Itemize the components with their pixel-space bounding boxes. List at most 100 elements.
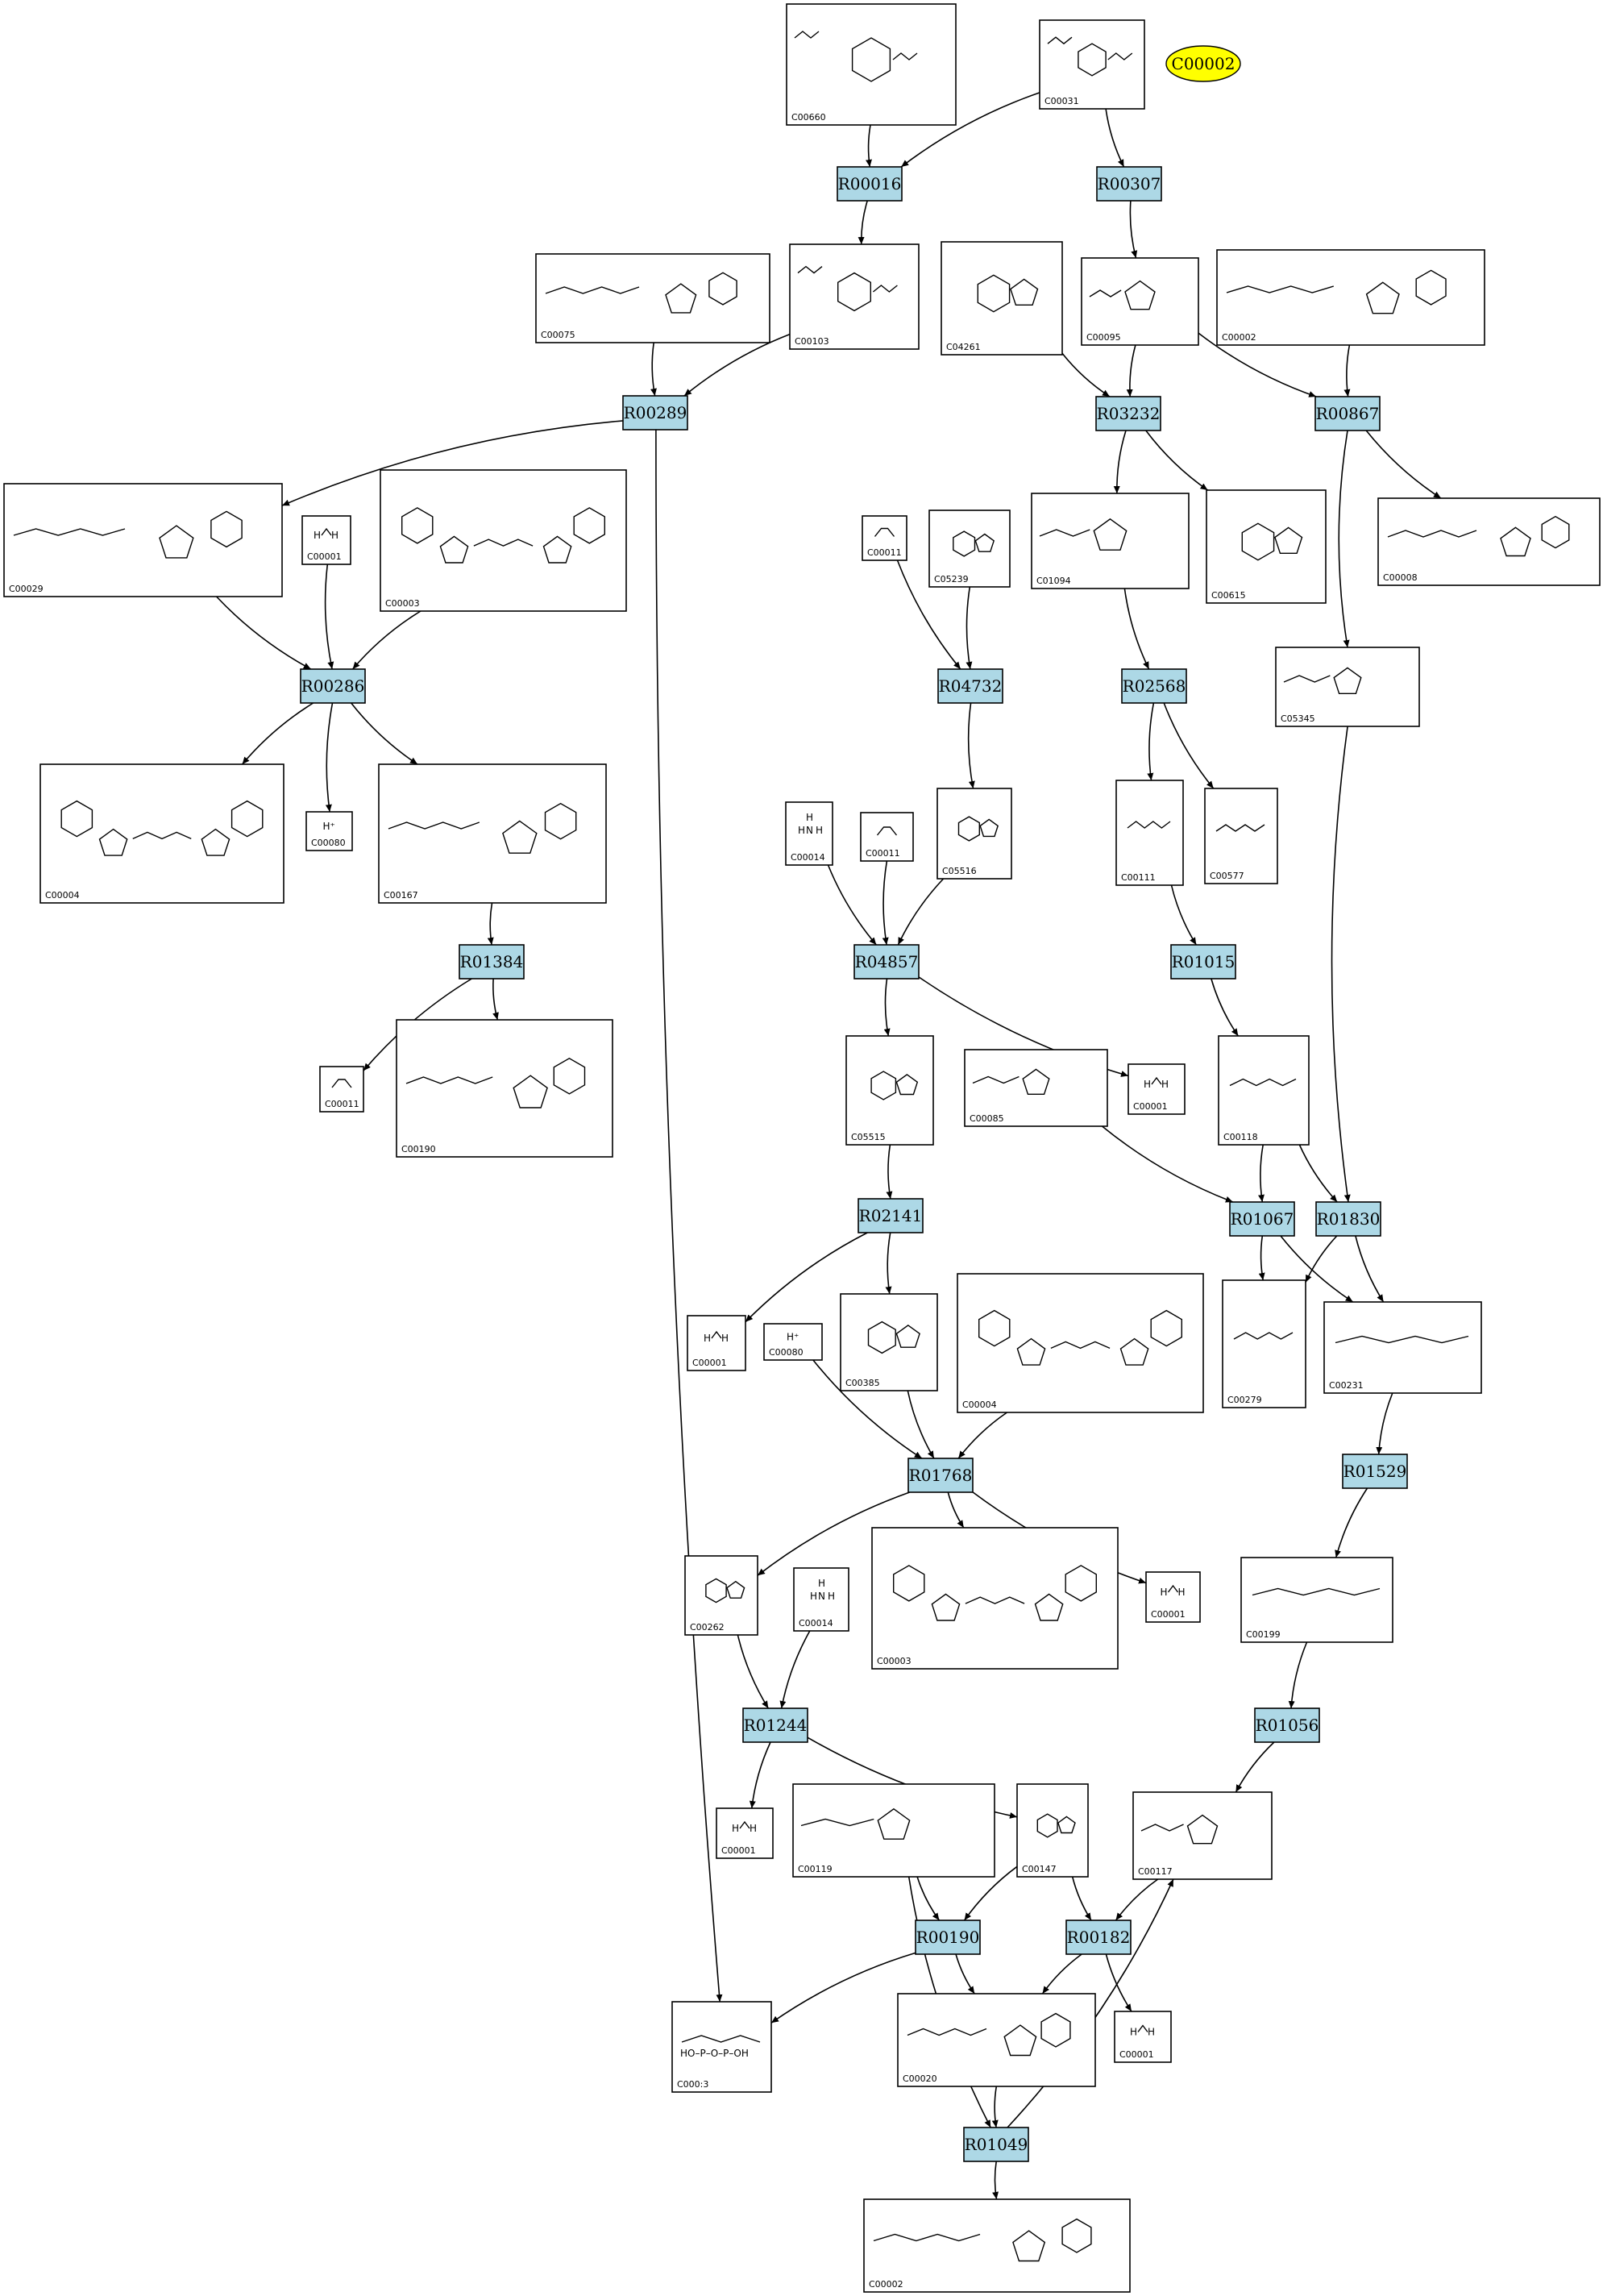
compound-c00147[interactable]: C00147 — [1016, 1783, 1089, 1878]
reaction-r01049[interactable]: R01049 — [963, 2127, 1029, 2162]
edge-c00147-r00182 — [1071, 1876, 1092, 1921]
compound-c00003[interactable]: C00003 — [380, 469, 627, 612]
compound-c00262[interactable]: C00262 — [684, 1555, 758, 1636]
compound-id-label: C00014 — [799, 1618, 833, 1628]
compound-c00111[interactable]: C00111 — [1115, 780, 1184, 886]
compound-box — [1275, 647, 1420, 727]
reaction-r01244[interactable]: R01244 — [742, 1707, 808, 1743]
compound-c00231[interactable]: C00231 — [1323, 1301, 1482, 1394]
ring-structure-icon — [953, 530, 995, 557]
svg-text:N: N — [806, 825, 813, 836]
compound-c00011[interactable]: C00011 — [862, 515, 907, 561]
reaction-r01529[interactable]: R01529 — [1342, 1454, 1408, 1489]
edge-c00029-r00286 — [216, 596, 312, 670]
edge-r01067-c00279 — [1258, 1235, 1265, 1281]
compound-c00011[interactable]: C00011 — [860, 812, 914, 862]
reaction-r00182[interactable]: R00182 — [1065, 1920, 1132, 1955]
compound-c00080[interactable]: H⁺C00080 — [763, 1323, 823, 1361]
reaction-r04732[interactable]: R04732 — [937, 668, 1003, 704]
compound-c00199[interactable]: C00199 — [1240, 1557, 1393, 1643]
compound-c00075[interactable]: C00075 — [535, 253, 770, 343]
reaction-r04857[interactable]: R04857 — [853, 944, 920, 980]
compound-c00002[interactable]: C00002 — [863, 2198, 1131, 2293]
compound-c00004[interactable]: C00004 — [957, 1273, 1204, 1413]
compound-box — [793, 1567, 849, 1632]
reaction-r01056[interactable]: R01056 — [1254, 1707, 1320, 1743]
compound-c00085[interactable]: C00085 — [964, 1049, 1108, 1127]
highlight-node[interactable]: C00002 — [1165, 45, 1241, 82]
edge-c00031-r00016 — [900, 92, 1040, 168]
reaction-id-label: R00867 — [1316, 404, 1380, 423]
compound-c00190[interactable]: C00190 — [396, 1019, 613, 1158]
ring-structure-icon — [1036, 1813, 1076, 1838]
reaction-r00016[interactable]: R00016 — [837, 166, 903, 202]
reaction-r01067[interactable]: R01067 — [1229, 1201, 1295, 1237]
compound-c00095[interactable]: C00095 — [1081, 257, 1199, 346]
compound-c05516[interactable]: C05516 — [936, 788, 1012, 880]
reaction-r01768[interactable]: R01768 — [907, 1458, 974, 1493]
reaction-r01015[interactable]: R01015 — [1170, 944, 1236, 980]
reaction-r01830[interactable]: R01830 — [1315, 1201, 1381, 1237]
compound-c00080[interactable]: H⁺C00080 — [305, 811, 353, 851]
compound-c00003[interactable]: C00003 — [871, 1527, 1119, 1670]
compound-c05345[interactable]: C05345 — [1275, 647, 1420, 727]
compound-c00002[interactable]: C00002 — [1216, 249, 1485, 346]
reaction-r00286[interactable]: R00286 — [300, 668, 366, 704]
reaction-r03232[interactable]: R03232 — [1095, 396, 1161, 431]
compound-c05515[interactable]: C05515 — [845, 1035, 934, 1146]
compound-c00660[interactable]: C00660 — [786, 3, 957, 126]
compound-box — [1031, 493, 1190, 589]
reaction-id-label: R01384 — [460, 952, 524, 971]
compound-c00118[interactable]: C00118 — [1218, 1035, 1310, 1146]
compound-c00020[interactable]: C00020 — [897, 1993, 1096, 2087]
compound-c00117[interactable]: C00117 — [1132, 1791, 1273, 1880]
reaction-r00867[interactable]: R00867 — [1314, 396, 1381, 431]
compound-c00004[interactable]: C00004 — [39, 763, 284, 904]
reaction-r00307[interactable]: R00307 — [1096, 166, 1162, 202]
edge-c00031-r00307 — [1105, 108, 1125, 168]
compound-c00577[interactable]: C00577 — [1204, 788, 1278, 884]
compound-c00031[interactable]: C00031 — [1039, 19, 1145, 110]
compound-c04261[interactable]: C04261 — [941, 241, 1063, 356]
compound-c01094[interactable]: C01094 — [1031, 493, 1190, 589]
reaction-box — [1095, 396, 1161, 431]
compound-box — [1114, 2011, 1172, 2063]
compound-c00279[interactable]: C00279 — [1222, 1279, 1306, 1408]
svg-text:H: H — [750, 1823, 757, 1834]
compound-id-label: C00167 — [384, 890, 418, 901]
compound-c00008[interactable]: C00008 — [1377, 497, 1601, 586]
edge-r01056-c00117 — [1235, 1741, 1275, 1793]
edge-r01384-c00190 — [492, 978, 499, 1021]
compound-c00011[interactable]: C00011 — [319, 1066, 364, 1113]
reaction-r00190[interactable]: R00190 — [915, 1920, 981, 1955]
reaction-r00289[interactable]: R00289 — [622, 395, 688, 430]
compound-c00103[interactable]: C00103 — [789, 243, 920, 350]
reaction-r01384[interactable]: R01384 — [459, 944, 525, 980]
compound-c00029[interactable]: C00029 — [3, 483, 283, 597]
reaction-box — [1121, 668, 1187, 704]
compound-c00615[interactable]: C00615 — [1206, 489, 1327, 604]
edge-r00190-c00020 — [955, 1953, 975, 1994]
compound-c00167[interactable]: C00167 — [378, 763, 607, 904]
compound-c00385[interactable]: C00385 — [840, 1293, 938, 1391]
compound-c00119[interactable]: C00119 — [792, 1783, 995, 1878]
edge-r00289-c00013 — [655, 429, 723, 2003]
compound-id-label: C04261 — [946, 342, 981, 352]
compound-c05239[interactable]: C05239 — [928, 510, 1011, 588]
edge-c00231-r01529 — [1376, 1392, 1393, 1455]
reaction-r02141[interactable]: R02141 — [858, 1198, 924, 1233]
compound-id-label: C00119 — [798, 1864, 833, 1874]
reaction-r02568[interactable]: R02568 — [1121, 668, 1187, 704]
